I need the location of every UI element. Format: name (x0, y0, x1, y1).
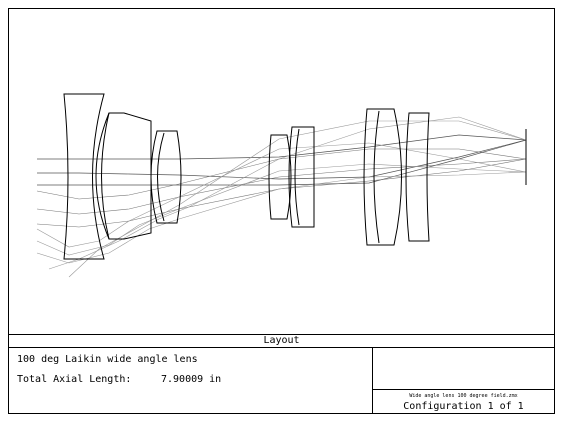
lens-info-panel: 100 deg Laikin wide angle lens Total Axi… (9, 348, 373, 413)
lens-element-3-inner (157, 132, 165, 222)
axial-length-value: 7.90009 in (161, 374, 222, 385)
configuration-label: Configuration 1 of 1 (403, 401, 524, 412)
lens-layout-drawing (9, 9, 554, 334)
ray-bundle-mid-field (36, 148, 527, 228)
lens-element-5-inner (294, 128, 300, 226)
lens-element-6-inner (373, 110, 380, 244)
lens-element-6 (363, 108, 402, 246)
layout-title: Layout (263, 335, 300, 346)
configuration-panel-blank (373, 348, 554, 390)
ray-bundle-axial (37, 134, 527, 186)
lens-elements (63, 93, 527, 260)
lens-description: 100 deg Laikin wide angle lens (17, 354, 198, 365)
file-name: Wide angle lens 100 degree field.zmx (409, 393, 518, 399)
plot-frame: Layout 100 deg Laikin wide angle lens To… (8, 8, 555, 414)
lens-element-2-interface (101, 112, 110, 240)
axial-length-label: Total Axial Length: (17, 374, 132, 385)
configuration-panel: Wide angle lens 100 degree field.zmx Con… (373, 348, 554, 413)
lens-layout-svg (36, 93, 527, 278)
ray-bundle-full-field (36, 116, 527, 278)
lens-element-3 (150, 130, 182, 224)
lens-element-1 (63, 93, 105, 260)
layout-title-bar: Layout (9, 334, 554, 348)
lens-element-5 (288, 126, 315, 228)
lens-element-2 (95, 112, 152, 240)
lens-element-7 (405, 112, 430, 242)
